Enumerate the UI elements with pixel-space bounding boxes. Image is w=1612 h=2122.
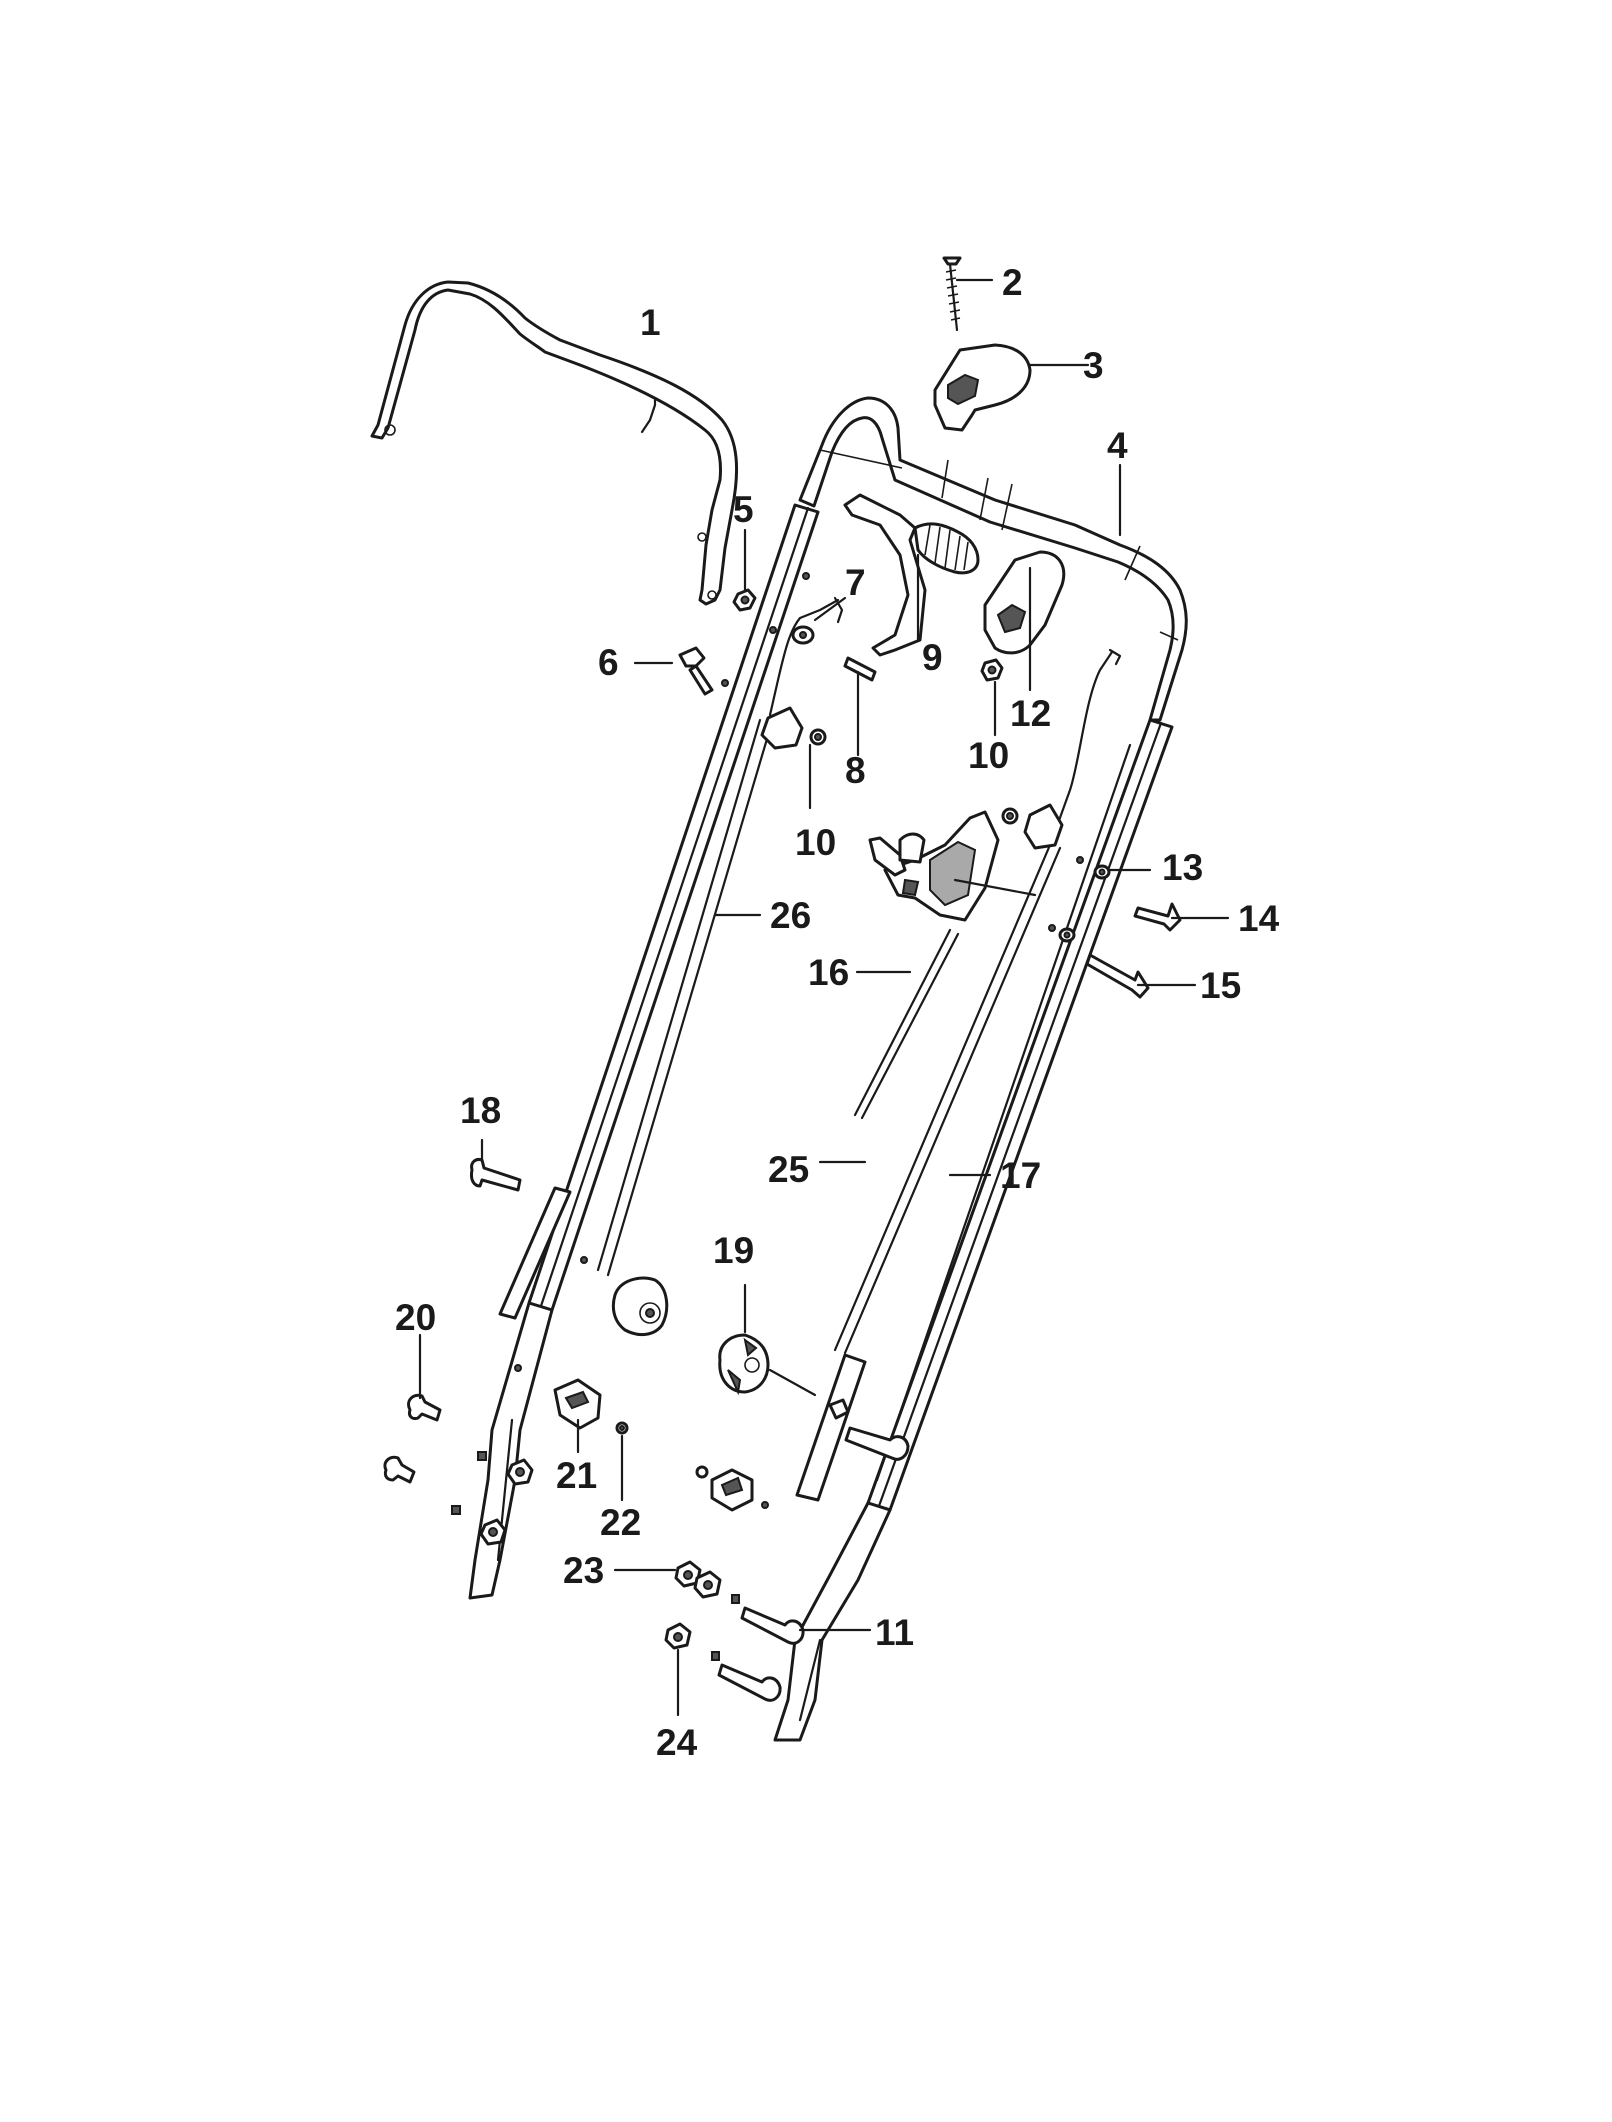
cable-part-17 [875,743,1132,1482]
leader-lines [418,278,1230,1717]
callout-9: 9 [922,637,943,678]
callout-3: 3 [1083,345,1104,386]
bolt-part-6 [678,646,729,696]
sleeve-bolt-right [828,1398,910,1461]
callout-labels: 1 2 3 4 5 6 7 8 9 10 10 11 12 13 14 15 1… [395,262,1280,1763]
nut-part-5 [732,572,810,634]
callout-18: 18 [460,1090,501,1131]
callout-17: 17 [1000,1155,1041,1196]
pin-part-8 [843,656,877,682]
callout-10-left: 10 [795,822,836,863]
cable-part-16 [853,928,960,1120]
clip-right-lower [695,1465,769,1512]
callout-5: 5 [733,489,754,530]
washer-part-7 [791,625,815,645]
bolt-part-15 [1048,924,1150,999]
bolt-part-14 [1133,902,1182,932]
handle-frame-part-4 [468,396,1188,1742]
clip-part-21 [514,1364,602,1430]
bolt-part-20 [383,1393,442,1484]
cable-part-25 [833,648,1122,1355]
bail-bar-part-1 [370,280,739,606]
callout-12: 12 [1010,693,1051,734]
callout-2: 2 [1002,262,1023,303]
callout-13: 13 [1162,847,1203,888]
clamp-cover-part-3 [933,343,1032,432]
screw-part-2 [942,256,962,332]
callout-4: 4 [1107,425,1128,466]
knob-part-19 [718,1333,770,1396]
callout-20: 20 [395,1297,436,1338]
throttle-control-part-16 [868,810,1000,922]
callout-11: 11 [875,1612,914,1653]
callout-24: 24 [656,1722,698,1763]
bolt-part-18 [470,1158,522,1192]
knob-left [580,1256,669,1337]
callout-1: 1 [640,302,661,343]
lever-part-9 [843,493,980,657]
cable-clamp-left [760,706,827,750]
callout-15: 15 [1200,965,1241,1006]
nut-part-24 [664,1622,692,1650]
nut-part-23 [674,1560,722,1599]
callout-6: 6 [598,642,619,683]
washer-part-13 [1076,856,1111,880]
clamp-cover-part-12 [983,550,1066,655]
cable-clamp-right [1001,803,1064,850]
callout-22: 22 [600,1502,641,1543]
nut-part-10-upper [980,658,1004,682]
callout-21: 21 [556,1455,597,1496]
callout-8: 8 [845,750,866,791]
callout-10-right: 10 [968,735,1009,776]
callout-16: 16 [808,952,849,993]
left-channel-holes [451,1451,534,1546]
callout-26: 26 [770,895,811,936]
screw-part-22 [615,1421,629,1435]
callout-7: 7 [845,562,866,603]
callout-14: 14 [1238,898,1280,939]
callout-19: 19 [713,1230,754,1271]
callout-23: 23 [563,1550,604,1591]
cable-part-26 [596,596,844,1277]
callout-25: 25 [768,1149,809,1190]
